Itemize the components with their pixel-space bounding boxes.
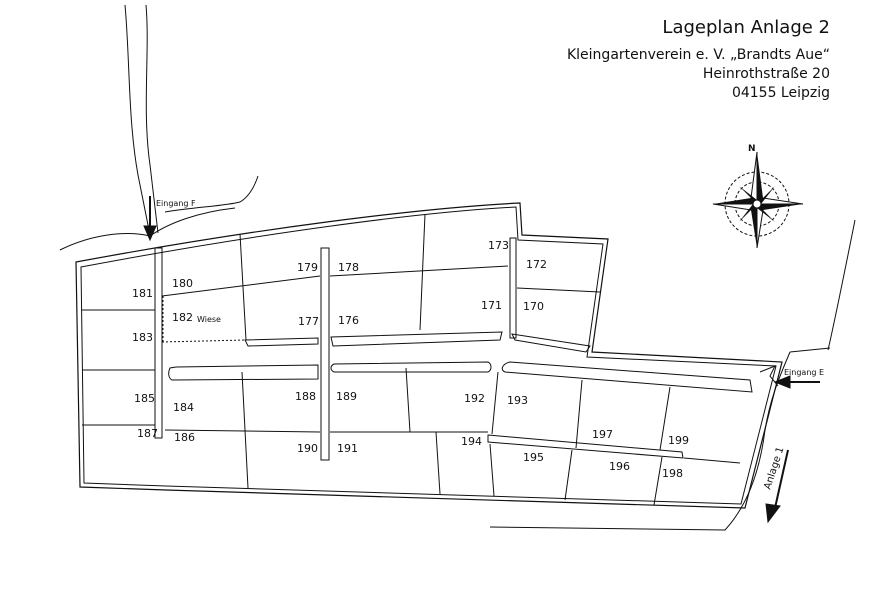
label-anlage-1: Anlage 1 xyxy=(762,446,786,491)
plot-190: 190 xyxy=(297,442,318,455)
path-road-right-cap xyxy=(789,347,831,353)
path-vertical-left xyxy=(154,247,163,439)
label-eingang-e: Eingang E xyxy=(784,368,824,377)
plot-172: 172 xyxy=(526,258,547,271)
plot-line xyxy=(575,379,583,449)
path-road-left-a xyxy=(124,4,151,236)
plot-176: 176 xyxy=(338,314,359,327)
plot-178: 178 xyxy=(338,261,359,274)
arrow-head-icon xyxy=(143,225,157,242)
plot-line xyxy=(419,213,426,331)
gate-icon xyxy=(759,365,779,387)
path-road-right-a xyxy=(827,219,856,351)
arrow-anlage-1 xyxy=(774,449,789,509)
plot-192: 192 xyxy=(464,392,485,405)
plot-193: 193 xyxy=(507,394,528,407)
path-horizontal-c xyxy=(501,361,753,393)
postal-city: 04155 Leipzig xyxy=(731,85,830,101)
map-title: Lageplan Anlage 2 xyxy=(662,17,830,38)
boundary-inner xyxy=(80,206,777,505)
plot-line xyxy=(653,456,663,506)
plot-line xyxy=(683,457,741,464)
plot-180: 180 xyxy=(172,277,193,290)
plot-189: 189 xyxy=(336,390,357,403)
plot-199: 199 xyxy=(668,434,689,447)
boundary-outer xyxy=(75,202,783,509)
plot-line xyxy=(489,443,495,497)
plot-191: 191 xyxy=(337,442,358,455)
plot-line xyxy=(405,367,411,433)
plot-line xyxy=(241,371,249,489)
plot-197: 197 xyxy=(592,428,613,441)
plot-194: 194 xyxy=(461,435,482,448)
path-road-bottom xyxy=(489,351,791,531)
path-horizontal-d xyxy=(487,434,684,459)
path-road-entrance-b xyxy=(164,175,259,213)
label-eingang-f: Eingang F xyxy=(156,199,196,208)
plot-181: 181 xyxy=(132,287,153,300)
arrow-head-icon xyxy=(765,503,781,524)
plot-177: 177 xyxy=(298,315,319,328)
plot-184: 184 xyxy=(173,401,194,414)
plot-198: 198 xyxy=(662,467,683,480)
plot-line xyxy=(659,386,671,451)
path-horizontal-b xyxy=(330,361,492,373)
arrow-head-icon xyxy=(773,375,791,389)
club-name: Kleingartenverein e. V. „Brandts Aue“ xyxy=(566,47,830,63)
plot-line xyxy=(564,449,573,501)
meadow-dotted-line xyxy=(161,339,246,343)
path-strip-170 xyxy=(511,333,591,353)
plot-196: 196 xyxy=(609,460,630,473)
path-vertical-middle xyxy=(320,247,330,461)
plot-line xyxy=(239,233,247,341)
plot-line xyxy=(491,371,499,435)
plot-195: 195 xyxy=(523,451,544,464)
plot-186: 186 xyxy=(174,431,195,444)
plot-187: 187 xyxy=(137,427,158,440)
street-address: Heinrothstraße 20 xyxy=(702,66,830,82)
plot-183: 183 xyxy=(132,331,153,344)
plot-182: 182 xyxy=(172,311,193,324)
path-road-left-b xyxy=(145,4,159,234)
plot-170: 170 xyxy=(523,300,544,313)
plot-line xyxy=(164,429,321,433)
plot-line xyxy=(329,265,509,277)
plot-line xyxy=(161,275,321,297)
plot-185: 185 xyxy=(134,392,155,405)
path-strip-177 xyxy=(244,337,319,347)
plot-173: 173 xyxy=(488,239,509,252)
plot-188: 188 xyxy=(295,390,316,403)
plot-line xyxy=(516,287,601,293)
plot-line xyxy=(435,431,441,495)
compass-north-label: N xyxy=(748,144,756,154)
path-horizontal-a xyxy=(168,364,319,381)
label-wiese: Wiese xyxy=(197,315,221,324)
plot-171: 171 xyxy=(481,299,502,312)
compass-rose-icon: N xyxy=(712,144,804,249)
plot-numbers: 172 173 170 171 178 179 180 181 176 177 … xyxy=(132,239,689,480)
plot-179: 179 xyxy=(297,261,318,274)
path-strip-176 xyxy=(330,331,503,347)
path-vertical-right xyxy=(509,237,517,339)
